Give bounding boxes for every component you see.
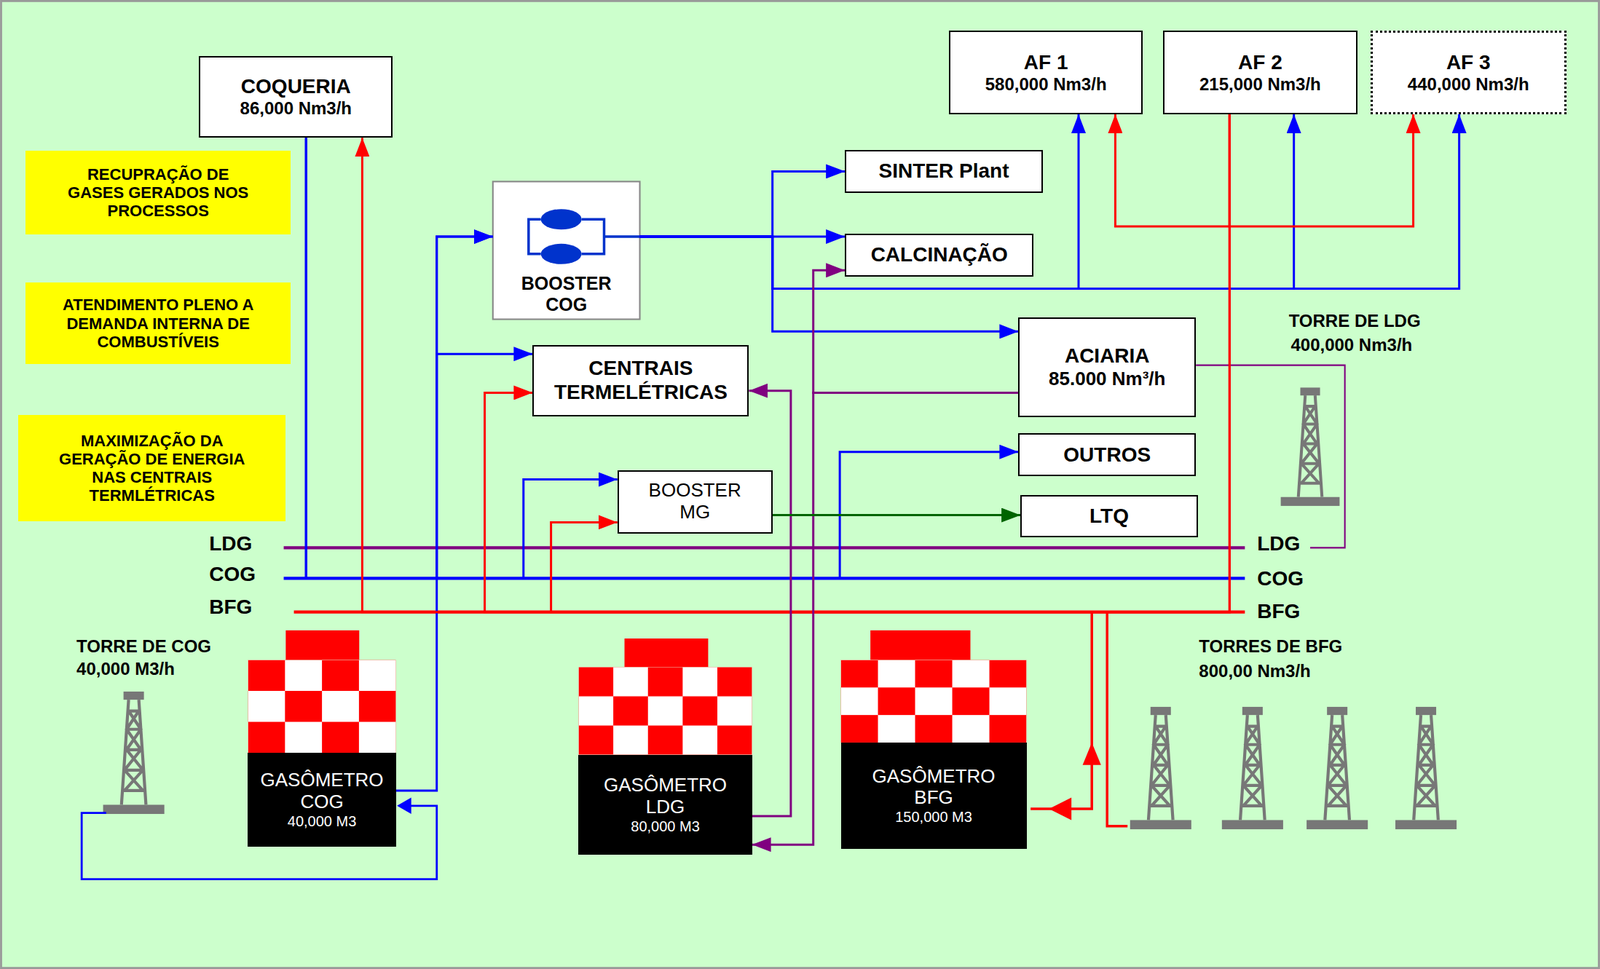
gasometer-box: GASÔMETRO LDG80,000 M3 <box>578 755 752 855</box>
gas-pipe <box>640 236 1019 332</box>
consumer-box: CENTRAIS TERMELÉTRICAS <box>532 345 749 417</box>
furnace-box: AF 2215,000 Nm3/h <box>1163 30 1357 115</box>
consumer-box: CALCINAÇÃO <box>844 233 1034 277</box>
furnace-box: AF 3440,000 Nm3/h <box>1370 30 1567 115</box>
flare-tower <box>103 691 165 815</box>
gas-pipe <box>752 392 1019 845</box>
note-box: RECUPRAÇÃO DE GASES GERADOS NOS PROCESSO… <box>25 150 291 235</box>
tower-label: TORRE DE LDG <box>1289 310 1421 332</box>
tower-label: 800,00 Nm3/h <box>1198 661 1311 682</box>
booster-housing <box>493 181 641 319</box>
node-text: BOOSTER COG <box>515 273 618 316</box>
bfg-tower-line <box>1106 612 1128 827</box>
note-box: ATENDIMENTO PLENO A DEMANDA INTERNA DE C… <box>25 282 291 365</box>
gas-pipe <box>640 171 846 237</box>
node-text: 86,000 Nm3/h <box>240 98 352 119</box>
flare-tower <box>1280 387 1340 507</box>
booster-box: BOOSTER MG <box>617 470 773 534</box>
node-text: GASÔMETRO LDG <box>597 774 733 819</box>
gas-pipe <box>640 114 1295 290</box>
gas-pipe <box>1229 114 1413 227</box>
compressor-symbol <box>541 209 582 230</box>
consumer-box: SINTER Plant <box>844 150 1043 193</box>
node-text: RECUPRAÇÃO DE GASES GERADOS NOS PROCESSO… <box>63 165 253 221</box>
node-text: CENTRAIS TERMELÉTRICAS <box>539 356 742 404</box>
bus-label: COG <box>1256 567 1304 591</box>
gas-pipe <box>640 114 1080 290</box>
bus-label: LDG <box>1256 532 1300 556</box>
node-text: GASÔMETRO COG <box>254 769 390 814</box>
node-text: COQUERIA <box>241 75 352 99</box>
tower-label: 40,000 M3/h <box>76 659 175 680</box>
gas-pipe <box>361 114 1230 613</box>
bus-label: BFG <box>1256 600 1300 624</box>
bus-label: LDG <box>209 532 252 556</box>
arrow-head <box>396 798 412 815</box>
consumer-box: LTQ <box>1020 495 1198 539</box>
bfg-gasometer-line <box>1030 612 1092 810</box>
node-text: GASÔMETRO BFG <box>866 766 1002 810</box>
node-text: 215,000 Nm3/h <box>1199 74 1322 95</box>
gasometer-box: GASÔMETRO BFG150,000 M3 <box>841 742 1027 850</box>
booster-box: BOOSTER COG <box>493 181 641 319</box>
compressor-symbol <box>541 243 582 265</box>
bus-label: COG <box>209 562 256 587</box>
node-text: 580,000 Nm3/h <box>985 74 1107 95</box>
bus-label: BFG <box>209 595 252 620</box>
arrow-head <box>1082 742 1102 766</box>
node-text: 85.000 Nm³/h <box>1048 368 1166 391</box>
flare-tower <box>1395 707 1457 830</box>
gas-pipe <box>813 270 1019 393</box>
gasometer-body <box>841 659 1027 743</box>
node-text: SINTER Plant <box>879 159 1010 183</box>
gasometer-body <box>578 667 752 755</box>
gas-pipe <box>396 236 494 791</box>
node-text: OUTROS <box>1063 443 1151 467</box>
ldg-bus <box>284 546 1246 550</box>
node-text: AF 1 <box>1023 50 1069 75</box>
note-box: MAXIMIZAÇÃO DA GERAÇÃO DE ENERGIA NAS CE… <box>18 415 286 522</box>
plant-box: ACIARIA85.000 Nm³/h <box>1018 317 1196 418</box>
gasometer-top <box>624 638 709 668</box>
compressor-piping <box>528 219 641 255</box>
node-text: LTQ <box>1089 504 1129 528</box>
node-text: ATENDIMENTO PLENO A DEMANDA INTERNA DE C… <box>48 295 268 352</box>
node-text: CALCINAÇÃO <box>871 243 1008 267</box>
node-text: AF 3 <box>1446 50 1491 75</box>
node-text: 440,000 Nm3/h <box>1407 74 1530 95</box>
flare-tower <box>1130 707 1192 830</box>
arrow-head <box>1048 798 1072 821</box>
gasometer-box: GASÔMETRO COG40,000 M3 <box>247 753 396 847</box>
gas-pipe <box>305 137 533 579</box>
gas-pipe <box>748 391 791 817</box>
node-text: 150,000 M3 <box>895 809 973 826</box>
node-text: 80,000 M3 <box>630 818 700 836</box>
tower-label: 400,000 Nm3/h <box>1290 335 1413 356</box>
gas-pipe <box>772 514 1021 517</box>
tower-label: TORRE DE COG <box>76 636 212 657</box>
furnace-box: AF 1580,000 Nm3/h <box>948 30 1143 115</box>
tower-label: TORRES DE BFG <box>1198 636 1343 657</box>
plant-box: COQUERIA86,000 Nm3/h <box>198 56 393 138</box>
node-text: 40,000 M3 <box>287 813 357 831</box>
flare-tower <box>1222 707 1284 830</box>
gas-pipe <box>485 114 1231 613</box>
ldg-riser <box>1195 365 1346 549</box>
consumer-box: OUTROS <box>1018 433 1196 477</box>
gasometer-top <box>870 630 971 661</box>
gasometer-body <box>248 659 397 753</box>
gas-pipe <box>640 114 1460 290</box>
gas-pipe <box>305 137 493 579</box>
gasometer-top <box>285 630 360 661</box>
node-text: AF 2 <box>1238 50 1283 75</box>
node-text: ACIARIA <box>1064 344 1150 368</box>
node-text: MAXIMIZAÇÃO DA GERAÇÃO DE ENERGIA NAS CE… <box>50 431 255 506</box>
gas-pipe <box>305 137 1019 579</box>
gas-pipe <box>1114 114 1230 227</box>
node-text: BOOSTER MG <box>643 479 746 524</box>
flare-tower <box>1306 707 1368 830</box>
